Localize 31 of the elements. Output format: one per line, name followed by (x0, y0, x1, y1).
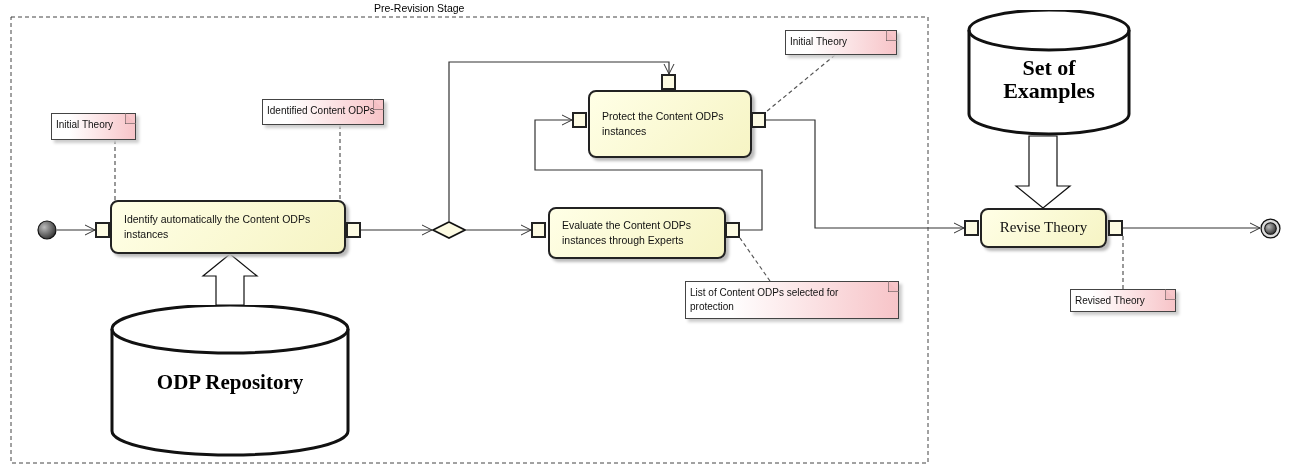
stage-title: Pre-Revision Stage (374, 2, 465, 14)
leader-line (114, 139, 116, 201)
leader-line (739, 237, 771, 282)
note (785, 30, 897, 55)
action-label: Evaluate the Content ODPs instances through Experts (562, 217, 692, 248)
database-label: ODP Repository (155, 371, 305, 394)
action-label: Identify automatically the Content ODPs instances (124, 211, 312, 242)
leader-line (1122, 235, 1124, 290)
arrow (534, 114, 763, 231)
action-label: Protect the Content ODPs instances (602, 108, 725, 139)
leader-line (339, 124, 341, 201)
note (1070, 289, 1176, 312)
action-label: Revise Theory (999, 218, 1088, 238)
arrow (448, 61, 675, 222)
note-text: Identified Content ODPs (267, 105, 375, 116)
arrow (56, 224, 96, 236)
arrow (765, 119, 965, 234)
note-text: Initial Theory (56, 119, 114, 130)
leader-line (765, 54, 836, 113)
note-text: List of Content ODPs selected for protection (690, 287, 839, 312)
database-label: Set of Examples (1002, 56, 1096, 103)
arrow (465, 224, 532, 236)
arrow (360, 224, 433, 236)
note (51, 113, 136, 140)
note (685, 281, 899, 319)
note-text: Revised Theory (1075, 295, 1145, 306)
block-arrow (201, 253, 259, 306)
block-arrow (1014, 135, 1072, 209)
note-text: Initial Theory (790, 36, 848, 47)
note (262, 99, 384, 125)
arrow (1122, 222, 1261, 234)
